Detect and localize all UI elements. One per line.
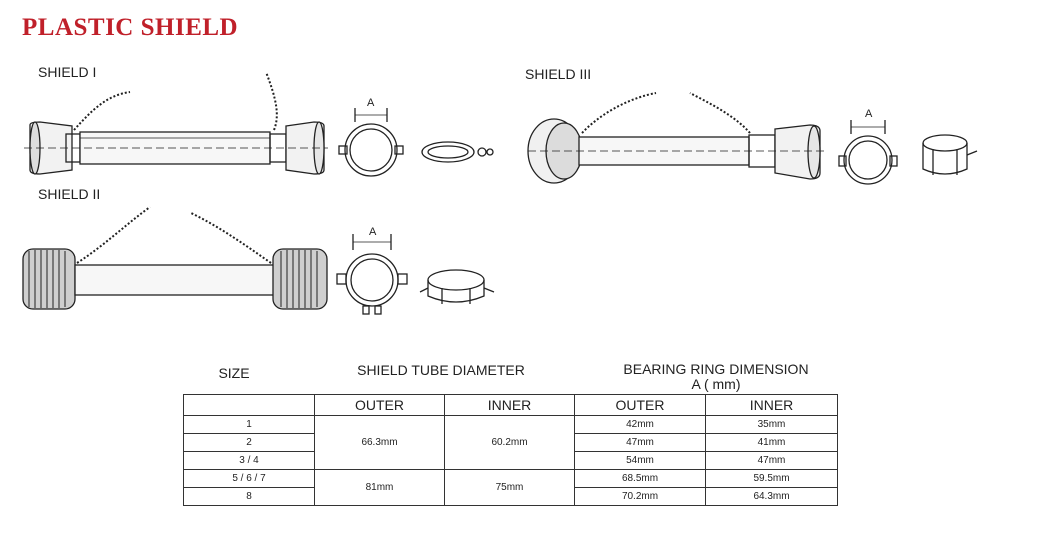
ring-inner-cell: 47mm <box>705 451 838 470</box>
spec-table: OUTER INNER OUTER INNER 1 66.3mm 60.2mm … <box>183 394 838 506</box>
size-cell: 2 <box>183 433 315 452</box>
shield-2-dim-label: A <box>369 226 377 238</box>
ring-inner-cell: 41mm <box>705 433 838 452</box>
ring-header-line1: BEARING RING DIMENSION <box>623 361 809 377</box>
tube-inner-header: INNER <box>444 394 575 416</box>
size-cell: 5 / 6 / 7 <box>183 469 315 488</box>
size-cell: 3 / 4 <box>183 451 315 470</box>
ring-header: BEARING RING DIMENSION A ( mm) <box>578 362 854 392</box>
ring-inner-cell: 35mm <box>705 415 838 434</box>
size-column-header <box>183 394 315 416</box>
ring-outer-cell: 70.2mm <box>574 487 706 506</box>
tube-header: SHIELD TUBE DIAMETER <box>357 362 525 378</box>
ring-outer-header: OUTER <box>574 394 706 416</box>
ring-inner-header: INNER <box>705 394 838 416</box>
ring-outer-cell: 42mm <box>574 415 706 434</box>
tube-outer-cell: 66.3mm <box>314 415 445 470</box>
size-cell: 1 <box>183 415 315 434</box>
tube-outer-header: OUTER <box>314 394 445 416</box>
ring-outer-cell: 54mm <box>574 451 706 470</box>
shield-2-drawing <box>22 206 328 310</box>
tube-inner-cell: 60.2mm <box>444 415 575 470</box>
shield-1-ring-side <box>421 141 494 163</box>
size-header: SIZE <box>218 365 250 381</box>
tube-outer-cell: 81mm <box>314 469 445 506</box>
shield-3-drawing <box>527 92 824 184</box>
shield-1-drawing <box>24 71 328 175</box>
ring-header-line2: A ( mm) <box>691 376 741 392</box>
table-header-row: OUTER INNER OUTER INNER <box>183 394 838 416</box>
table-row: 1 66.3mm 60.2mm 42mm 35mm <box>183 415 838 470</box>
shield-3-label: SHIELD III <box>525 66 592 82</box>
shield-3-dim-label: A <box>865 108 873 120</box>
table-row: 3 / 4 54mm 47mm <box>183 451 838 470</box>
shield-1-ring-front <box>338 108 404 177</box>
shield-3-ring-front <box>838 120 898 185</box>
ring-outer-cell: 68.5mm <box>574 469 706 488</box>
table-row: 2 47mm 41mm <box>183 433 838 452</box>
shield-1-dim-label: A <box>367 97 375 109</box>
shield-2-ring-front <box>336 234 408 315</box>
shield-3-ring-side <box>922 134 978 175</box>
table-row: 5 / 6 / 7 81mm 75mm 68.5mm 59.5mm <box>183 469 838 506</box>
table-row: 8 70.2mm 64.3mm <box>183 487 838 506</box>
ring-outer-cell: 47mm <box>574 433 706 452</box>
shield-1-label: SHIELD I <box>38 64 97 80</box>
ring-inner-cell: 64.3mm <box>705 487 838 506</box>
shield-2-ring-side <box>419 269 495 304</box>
page-title: PLASTIC SHIELD <box>22 14 239 41</box>
tube-inner-cell: 75mm <box>444 469 575 506</box>
ring-inner-cell: 59.5mm <box>705 469 838 488</box>
shield-2-label: SHIELD II <box>38 186 101 202</box>
size-cell: 8 <box>183 487 315 506</box>
